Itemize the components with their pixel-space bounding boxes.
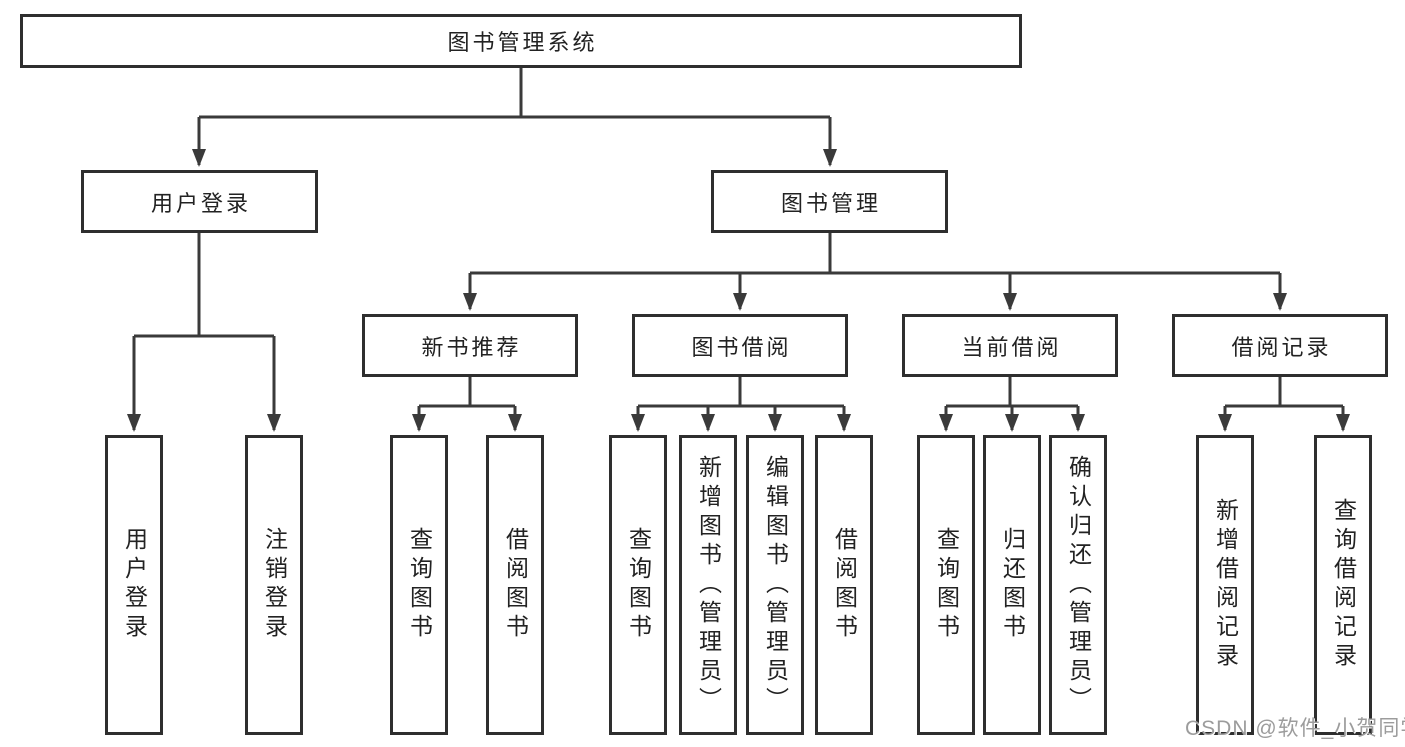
- connector-current-borrow-children: [939, 377, 1085, 432]
- node-new-book-recommend: 新书推荐: [362, 314, 578, 377]
- leaf-confirm-return-admin: 确认归还（管理员）: [1049, 435, 1107, 735]
- leaf-label: 查询图书: [933, 527, 960, 643]
- connector-new-book-rec-children: [412, 377, 522, 432]
- leaf-label: 查询图书: [406, 527, 433, 643]
- leaf-label: 新增图书（管理员）: [695, 454, 722, 716]
- node-book-borrowing: 图书借阅: [632, 314, 848, 377]
- node-label: 图书借阅: [691, 334, 792, 360]
- node-label: 当前借阅: [961, 334, 1062, 360]
- leaf-user-login: 用户登录: [105, 435, 163, 735]
- leaf-query-borrow-record: 查询借阅记录: [1314, 435, 1372, 735]
- leaf-label: 新增借阅记录: [1212, 498, 1239, 672]
- node-library-management-system: 图书管理系统: [20, 14, 1022, 68]
- connector-book-borrow-children: [631, 377, 851, 432]
- leaf-return-books: 归还图书: [983, 435, 1041, 735]
- leaf-borrow-books: 借阅图书: [815, 435, 873, 735]
- node-user-login: 用户登录: [81, 170, 318, 233]
- leaf-label: 查询借阅记录: [1330, 498, 1357, 672]
- connector-borrow-records-children: [1218, 377, 1350, 432]
- leaf-add-books-admin: 新增图书（管理员）: [679, 435, 737, 735]
- node-label: 新书推荐: [421, 334, 522, 360]
- leaf-query-books-recommend: 查询图书: [390, 435, 448, 735]
- node-label: 用户登录: [150, 190, 251, 216]
- connector-root-to-level2: [192, 68, 837, 167]
- node-book-management: 图书管理: [711, 170, 948, 233]
- leaf-borrow-books-recommend: 借阅图书: [486, 435, 544, 735]
- leaf-label: 注销登录: [261, 527, 288, 643]
- leaf-edit-books-admin: 编辑图书（管理员）: [746, 435, 804, 735]
- node-label: 图书管理: [780, 190, 881, 216]
- node-label: 图书管理系统: [447, 30, 598, 55]
- node-borrowing-records: 借阅记录: [1172, 314, 1388, 377]
- leaf-add-borrow-record: 新增借阅记录: [1196, 435, 1254, 735]
- leaf-label: 用户登录: [121, 527, 148, 643]
- leaf-label: 查询图书: [625, 527, 652, 643]
- connector-user-login-children: [127, 233, 281, 432]
- leaf-label: 借阅图书: [831, 527, 858, 643]
- leaf-label: 归还图书: [999, 527, 1026, 643]
- connector-book-mgmt-to-level3: [463, 233, 1287, 311]
- leaf-label: 确认归还（管理员）: [1065, 454, 1092, 716]
- leaf-label: 借阅图书: [502, 527, 529, 643]
- node-current-borrowing: 当前借阅: [902, 314, 1118, 377]
- leaf-logout: 注销登录: [245, 435, 303, 735]
- leaf-query-books-borrow: 查询图书: [609, 435, 667, 735]
- leaf-label: 编辑图书（管理员）: [762, 454, 789, 716]
- node-label: 借阅记录: [1231, 334, 1332, 360]
- csdn-watermark: CSDN @软件_小贺同学: [1185, 717, 1405, 740]
- leaf-query-books-current: 查询图书: [917, 435, 975, 735]
